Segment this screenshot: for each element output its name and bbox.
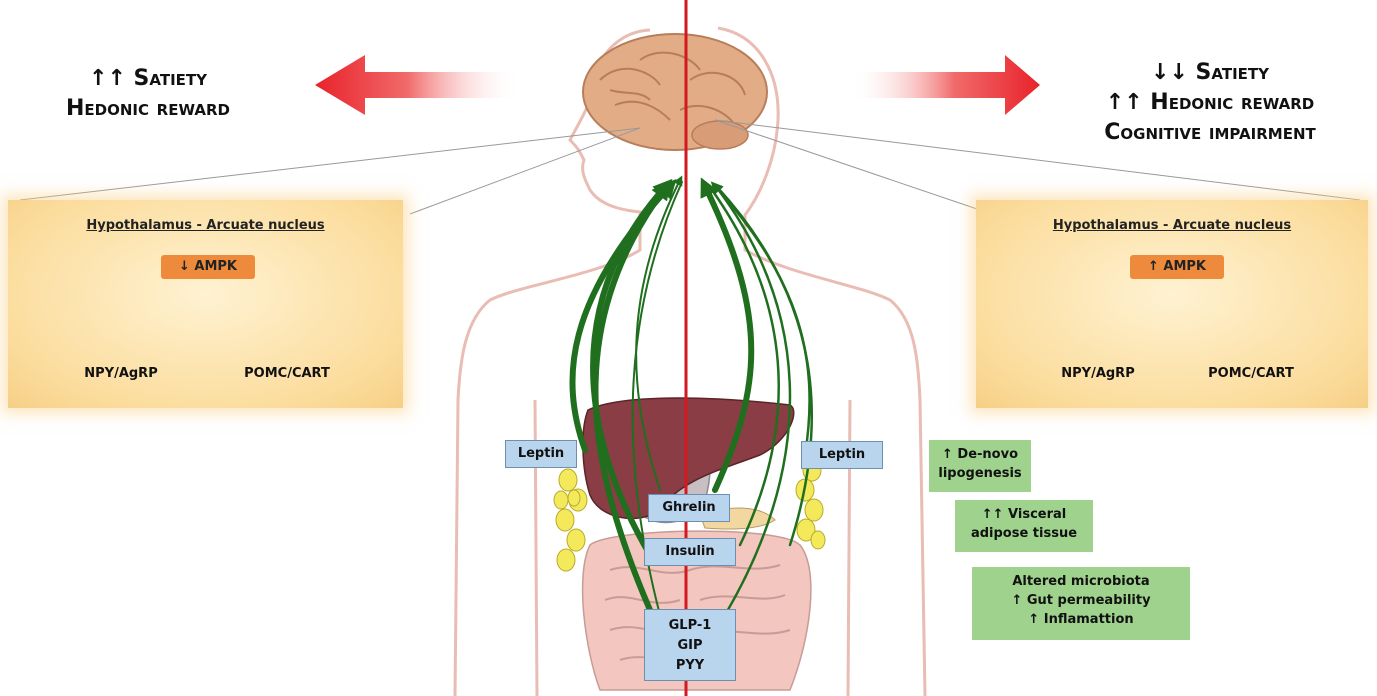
left-panel-title: Hypothalamus - Arcuate nucleus	[8, 218, 403, 233]
leptin-right-box: Leptin	[801, 441, 883, 469]
ghrelin-box: Ghrelin	[648, 494, 730, 522]
right-ampk-box: ↑ AMPK	[1130, 255, 1224, 279]
left-effects: ↑↑ Satiety Hedonic reward	[28, 64, 268, 124]
microbiota-box: Altered microbiota ↑ Gut permeability ↑ …	[972, 567, 1190, 640]
lipogenesis-line2: lipogenesis	[929, 464, 1031, 483]
microbiota-line1: Altered microbiota	[972, 572, 1190, 591]
microbiota-line2: ↑ Gut permeability	[972, 591, 1190, 610]
insulin-box: Insulin	[644, 538, 736, 566]
gut-peptide-pyy: PYY	[645, 656, 735, 676]
lipogenesis-line1: ↑ De-novo	[929, 445, 1031, 464]
right-red-arrow	[850, 55, 1040, 115]
right-npy-agrp-label: NPY/AgRP	[1043, 366, 1153, 381]
lipogenesis-box: ↑ De-novo lipogenesis	[929, 440, 1031, 492]
right-effects: ↓↓ Satiety ↑↑ Hedonic reward Cognitive i…	[1060, 58, 1360, 148]
left-npy-agrp-label: NPY/AgRP	[66, 366, 176, 381]
right-panel-title: Hypothalamus - Arcuate nucleus	[976, 218, 1368, 233]
pathway-insulin-right	[712, 190, 779, 545]
connector-left-top	[20, 128, 640, 200]
right-pomc-cart-label: POMC/CART	[1196, 366, 1306, 381]
right-effect-cognitive: Cognitive impairment	[1060, 118, 1360, 148]
left-hypothalamus-panel: Hypothalamus - Arcuate nucleus ↓ AMPK NP…	[8, 200, 403, 408]
left-pomc-cart-label: POMC/CART	[232, 366, 342, 381]
visceral-line1: ↑↑ Visceral	[955, 505, 1093, 524]
left-effect-satiety: ↑↑ Satiety	[28, 64, 268, 94]
right-effect-hedonic: ↑↑ Hedonic reward	[1060, 88, 1360, 118]
leptin-left-box: Leptin	[505, 440, 577, 468]
left-effect-hedonic: Hedonic reward	[28, 94, 268, 124]
visceral-adipose-box: ↑↑ Visceral adipose tissue	[955, 500, 1093, 552]
visceral-line2: adipose tissue	[955, 524, 1093, 543]
gut-peptides-box: GLP-1 GIP PYY	[644, 609, 736, 681]
left-red-arrow	[315, 55, 520, 115]
brain-illustration	[583, 34, 767, 150]
microbiota-line3: ↑ Inflamattion	[972, 610, 1190, 629]
connector-right-bottom	[715, 120, 980, 210]
gut-peptide-glp1: GLP-1	[645, 616, 735, 636]
right-hypothalamus-panel: Hypothalamus - Arcuate nucleus ↑ AMPK NP…	[976, 200, 1368, 408]
right-effect-satiety: ↓↓ Satiety	[1060, 58, 1360, 88]
gut-peptide-gip: GIP	[645, 636, 735, 656]
left-ampk-box: ↓ AMPK	[161, 255, 255, 279]
